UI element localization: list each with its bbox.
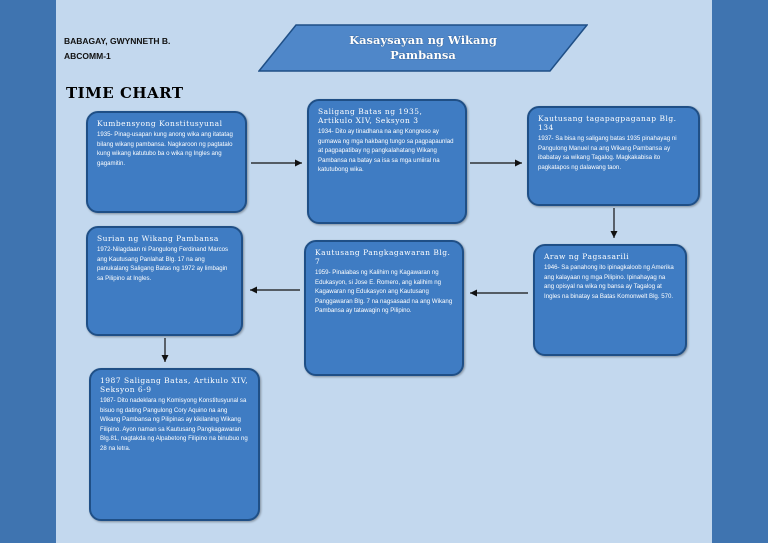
event-body: 1959- Pinalabas ng Kalihim ng Kagawaran … [315, 269, 453, 315]
event-box-surian: Surian ng Wikang Pambansa 1972-Nilagdaan… [86, 226, 243, 336]
author-name: BABAGAY, GWYNNETH B. [64, 36, 171, 46]
event-title: Kautusang tagapagpaganap Blg. 134 [538, 114, 677, 132]
event-box-saligang-batas-1935: Saligang Batas ng 1935, Artikulo XIV, Se… [307, 99, 467, 224]
event-body: 1946- Sa panahong ito ipinagkaloob ng Am… [544, 264, 674, 300]
banner-line-1: Kasaysayan ng Wikang [349, 33, 497, 47]
event-body: 1972-Nilagdaan ni Pangulong Ferdinand Ma… [97, 246, 229, 282]
event-body: 1935- Pinag-usapan kung anong wika ang i… [97, 131, 233, 167]
event-box-kautusang-134: Kautusang tagapagpaganap Blg. 134 1937- … [527, 106, 700, 206]
event-box-kumbensyong: Kumbensyong Konstitusyunal 1935- Pinag-u… [86, 111, 247, 213]
event-box-kautusang-pangkagawaran-7: Kautusang Pangkagawaran Blg. 7 1959- Pin… [304, 240, 464, 376]
event-title: 1987 Saligang Batas, Artikulo XIV, Seksy… [100, 376, 249, 394]
event-title: Kumbensyong Konstitusyunal [97, 119, 223, 128]
author-block: BABAGAY, GWYNNETH B. ABCOMM-1 [64, 34, 170, 64]
event-box-saligang-batas-1987: 1987 Saligang Batas, Artikulo XIV, Seksy… [89, 368, 260, 521]
event-body: 1937- Sa bisa ng saligang batas 1935 pin… [538, 135, 677, 171]
event-title: Kautusang Pangkagawaran Blg. 7 [315, 248, 451, 266]
event-body: 1934- Dito ay tinadhana na ang Kongreso … [318, 128, 454, 174]
banner-line-2: Pambansa [390, 48, 456, 62]
event-title: Araw ng Pagsasarili [544, 252, 630, 261]
event-body: 1987- Dito nadeklara ng Komisyong Konsti… [100, 397, 248, 452]
title-banner: Kasaysayan ng Wikang Pambansa [258, 24, 588, 72]
event-title: Surian ng Wikang Pambansa [97, 234, 219, 243]
event-title: Saligang Batas ng 1935, Artikulo XIV, Se… [318, 107, 423, 125]
title-banner-shape [258, 24, 588, 72]
author-section: ABCOMM-1 [64, 51, 111, 61]
right-side-band [712, 0, 768, 543]
time-chart-heading: TIME CHART [66, 84, 184, 102]
left-side-band [0, 0, 56, 543]
event-box-araw-ng-pagsasarili: Araw ng Pagsasarili 1946- Sa panahong it… [533, 244, 687, 356]
